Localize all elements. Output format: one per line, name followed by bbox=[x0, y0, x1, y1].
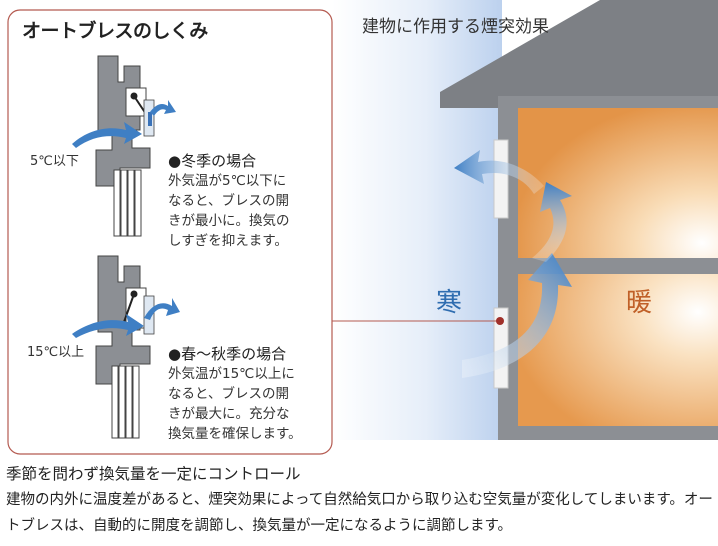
upper-room bbox=[518, 108, 718, 258]
warm-label: 暖 bbox=[626, 288, 653, 318]
summer-case-title: ●春〜秋季の場合 bbox=[168, 345, 287, 363]
footer-heading: 季節を問わず換気量を一定にコントロール bbox=[6, 465, 301, 483]
vent-mechanism-summer bbox=[72, 255, 180, 439]
airflow-arrow-middle bbox=[532, 182, 572, 262]
mechanism-panel bbox=[7, 9, 333, 455]
winter-case-description: 外気温が5℃以下に なると、ブレスの開 きが最小に。換気の しすぎを抑えます。 bbox=[168, 173, 290, 249]
summer-temp-label: 15℃以上 bbox=[27, 345, 85, 360]
callout-dot bbox=[496, 317, 504, 325]
airflow-arrow-lower bbox=[462, 253, 572, 378]
winter-case-title: ●冬季の場合 bbox=[168, 152, 257, 170]
panel-title: オートブレスのしくみ bbox=[22, 20, 208, 42]
footer-body: 建物の内外に温度差があると、煙突効果によって自然給気口から取り込む空気量が変化し… bbox=[6, 492, 713, 534]
floor-slab bbox=[498, 258, 718, 274]
vent-mechanism-winter bbox=[72, 55, 176, 237]
summer-case-description: 外気温が15℃以上に なると、ブレスの開 きが最大に。充分な 換気量を確保します… bbox=[168, 366, 302, 442]
airflow-arrow-upper bbox=[454, 150, 544, 194]
upper-vent bbox=[493, 139, 509, 219]
cold-label: 寒 bbox=[436, 288, 463, 318]
chimney-effect-title: 建物に作用する煙突効果 bbox=[362, 17, 549, 37]
winter-temp-label: 5℃以下 bbox=[30, 154, 79, 169]
ground-slab bbox=[498, 426, 718, 440]
roof bbox=[440, 0, 718, 108]
wall-top bbox=[498, 96, 718, 108]
